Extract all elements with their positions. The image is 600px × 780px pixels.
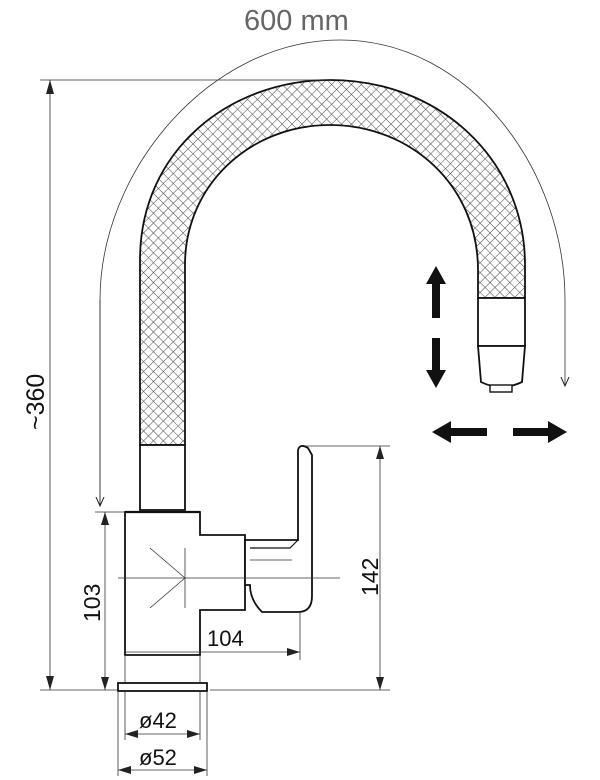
hose-length-dimension: 600 mm — [100, 5, 565, 505]
inner-diameter-label: ø42 — [139, 708, 177, 733]
up-down-arrow-icon — [426, 266, 446, 388]
spray-head — [477, 297, 526, 393]
handle-height-dimension: 142 — [210, 445, 390, 691]
body-height-dimension: 103 — [79, 511, 125, 690]
base-diameter-label: ø52 — [139, 745, 177, 770]
faucet-body — [124, 510, 246, 656]
hose-length-label: 600 mm — [244, 5, 349, 37]
total-height-label: ~360 — [22, 374, 50, 430]
handle-height-label: 142 — [357, 558, 383, 596]
left-right-arrow-icon — [432, 421, 567, 443]
flexible-braided-hose — [139, 79, 526, 446]
base-diameter-dimension: ø52 — [117, 691, 208, 776]
faucet-neck — [139, 444, 186, 511]
total-height-dimension: ~360 — [22, 79, 330, 691]
lever-handle — [244, 445, 313, 613]
base-flange — [117, 682, 208, 692]
spout-reach-dimension: 104 — [125, 612, 301, 660]
spout-reach-label: 104 — [207, 626, 244, 651]
inner-diameter-dimension: ø42 — [124, 691, 201, 740]
body-height-label: 103 — [79, 584, 105, 622]
